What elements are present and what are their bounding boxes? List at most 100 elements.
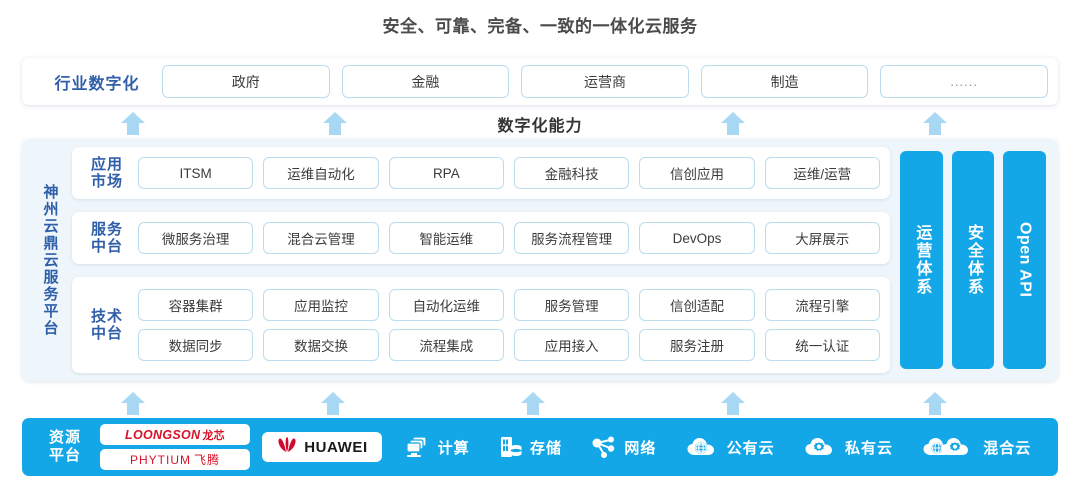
chip-hybrid-cloud-mgmt[interactable]: 混合云管理 bbox=[263, 222, 379, 254]
layer-label-service-middle-platform: 服务 中台 bbox=[76, 221, 138, 256]
industry-chip-finance[interactable]: 金融 bbox=[341, 65, 510, 98]
resource-item-private-cloud[interactable]: 私有云 bbox=[804, 435, 893, 459]
chip-ops-operations[interactable]: 运维/运营 bbox=[764, 157, 880, 189]
industry-chip-manufacturing[interactable]: 制造 bbox=[700, 65, 869, 98]
network-icon bbox=[591, 435, 617, 459]
chip-devops[interactable]: DevOps bbox=[639, 222, 755, 254]
vertical-bar-label: Open API bbox=[1016, 222, 1034, 298]
resource-item-compute[interactable]: 计算 bbox=[405, 435, 470, 459]
chip-row: 数据同步 数据交换 流程集成 应用接入 服务注册 统一认证 bbox=[138, 329, 880, 361]
chip-process-integration[interactable]: 流程集成 bbox=[388, 329, 504, 361]
layer-label-line2: 中台 bbox=[90, 325, 123, 342]
industry-chip-telecom[interactable]: 运营商 bbox=[521, 65, 689, 98]
chip-fintech[interactable]: 金融科技 bbox=[513, 157, 630, 189]
chip-xinchuang-adaptation[interactable]: 信创适配 bbox=[639, 289, 755, 321]
chip-automated-ops[interactable]: 自动化运维 bbox=[388, 289, 504, 321]
up-arrow-lower-1 bbox=[120, 390, 146, 416]
chip-ops-automation[interactable]: 运维自动化 bbox=[263, 157, 379, 189]
up-arrow-upper-1 bbox=[120, 110, 146, 136]
resource-label-line1: 资源 bbox=[48, 429, 81, 446]
chip-unified-auth[interactable]: 统一认证 bbox=[764, 329, 880, 361]
chip-aiops[interactable]: 智能运维 bbox=[388, 222, 504, 254]
layer-label-line2: 市场 bbox=[90, 173, 123, 190]
chip-data-exchange[interactable]: 数据交换 bbox=[263, 329, 379, 361]
chip-app-access[interactable]: 应用接入 bbox=[513, 329, 630, 361]
huawei-logo-icon bbox=[276, 436, 298, 459]
vertical-bar-operations-system[interactable]: 运营体系 bbox=[900, 151, 943, 369]
chip-row: ITSM 运维自动化 RPA 金融科技 信创应用 运维/运营 bbox=[138, 157, 880, 189]
layer-rows-technology-middle-platform: 容器集群 应用监控 自动化运维 服务管理 信创适配 流程引擎 数据同步 数据交换… bbox=[138, 289, 880, 361]
vertical-bar-label: 运营体系 bbox=[913, 224, 931, 296]
layer-label-technology-middle-platform: 技术 中台 bbox=[76, 308, 138, 343]
chip-container-cluster[interactable]: 容器集群 bbox=[138, 289, 254, 321]
chip-large-screen-display[interactable]: 大屏展示 bbox=[764, 222, 880, 254]
chip-service-management[interactable]: 服务管理 bbox=[513, 289, 630, 321]
layer-label-application-market: 应用 市场 bbox=[76, 156, 138, 191]
up-arrow-upper-3 bbox=[720, 110, 746, 136]
chip-row: 微服务治理 混合云管理 智能运维 服务流程管理 DevOps 大屏展示 bbox=[138, 222, 880, 254]
layer-application-market: 应用 市场 ITSM 运维自动化 RPA 金融科技 信创应用 运维/运营 bbox=[72, 147, 890, 199]
industry-digitalization-band: 行业数字化 政府 金融 运营商 制造 ...... bbox=[22, 58, 1058, 105]
resource-items: 计算 存储 bbox=[390, 435, 1046, 459]
up-arrow-lower-5 bbox=[922, 390, 948, 416]
huawei-logo-box[interactable]: HUAWEI bbox=[262, 432, 382, 462]
industry-chip-government[interactable]: 政府 bbox=[162, 65, 330, 98]
layer-label-line2: 中台 bbox=[90, 238, 123, 255]
platform-side-label-wrap: 神州云鼎云服务平台 bbox=[28, 147, 72, 373]
platform-side-label: 神州云鼎云服务平台 bbox=[41, 183, 59, 337]
resource-item-label: 计算 bbox=[437, 439, 470, 457]
layer-label-line1: 技术 bbox=[90, 307, 123, 325]
storage-icon bbox=[499, 435, 523, 459]
vertical-bar-open-api[interactable]: Open API bbox=[1003, 151, 1047, 369]
chip-process-engine[interactable]: 流程引擎 bbox=[764, 289, 880, 321]
resource-item-public-cloud[interactable]: 公有云 bbox=[686, 435, 775, 459]
layer-label-line1: 服务 bbox=[90, 220, 123, 238]
resource-item-hybrid-cloud[interactable]: 混合云 bbox=[922, 435, 1031, 459]
platform-vertical-bars: 运营体系 安全体系 Open API bbox=[898, 147, 1048, 373]
layer-rows-service-middle-platform: 微服务治理 混合云管理 智能运维 服务流程管理 DevOps 大屏展示 bbox=[138, 222, 880, 254]
resource-platform-label: 资源 平台 bbox=[34, 429, 96, 465]
resource-item-label: 公有云 bbox=[726, 439, 775, 457]
capability-label: 数字化能力 bbox=[497, 118, 583, 135]
industry-band-label: 行业数字化 bbox=[54, 75, 140, 93]
up-arrow-lower-2 bbox=[320, 390, 346, 416]
private-cloud-icon bbox=[804, 435, 838, 459]
chip-itsm[interactable]: ITSM bbox=[138, 157, 254, 189]
chip-service-process-mgmt[interactable]: 服务流程管理 bbox=[513, 222, 630, 254]
chip-data-sync[interactable]: 数据同步 bbox=[138, 329, 254, 361]
resource-item-label: 存储 bbox=[529, 439, 562, 457]
chip-row: 容器集群 应用监控 自动化运维 服务管理 信创适配 流程引擎 bbox=[138, 289, 880, 321]
page-title: 安全、可靠、完备、一致的一体化云服务 bbox=[382, 17, 698, 36]
layer-label-line1: 应用 bbox=[90, 155, 123, 173]
platform-layers: 应用 市场 ITSM 运维自动化 RPA 金融科技 信创应用 运维/运营 bbox=[72, 147, 898, 373]
chip-app-monitoring[interactable]: 应用监控 bbox=[263, 289, 379, 321]
industry-items: 政府 金融 运营商 制造 ...... bbox=[162, 65, 1048, 98]
chip-rpa[interactable]: RPA bbox=[388, 157, 504, 189]
chip-microservice-governance[interactable]: 微服务治理 bbox=[138, 222, 254, 254]
public-cloud-icon bbox=[686, 435, 720, 459]
resource-item-label: 私有云 bbox=[844, 439, 893, 457]
up-arrow-upper-4 bbox=[922, 110, 948, 136]
layer-technology-middle-platform: 技术 中台 容器集群 应用监控 自动化运维 服务管理 信创适配 流程引擎 数据同… bbox=[72, 277, 890, 373]
vertical-bar-label: 安全体系 bbox=[965, 224, 982, 296]
resource-item-storage[interactable]: 存储 bbox=[499, 435, 562, 459]
resource-item-label: 混合云 bbox=[983, 439, 1032, 457]
up-arrow-upper-2 bbox=[322, 110, 348, 136]
layer-service-middle-platform: 服务 中台 微服务治理 混合云管理 智能运维 服务流程管理 DevOps 大屏展… bbox=[72, 212, 890, 264]
cloud-service-platform-panel: 神州云鼎云服务平台 应用 市场 ITSM 运维自动化 RPA 金融科技 信创应用… bbox=[22, 139, 1058, 381]
chip-xinchuang-app[interactable]: 信创应用 bbox=[639, 157, 755, 189]
resource-item-network[interactable]: 网络 bbox=[591, 435, 656, 459]
industry-chip-more[interactable]: ...... bbox=[880, 65, 1048, 98]
vertical-bar-security-system[interactable]: 安全体系 bbox=[951, 151, 995, 369]
resource-item-label: 网络 bbox=[624, 439, 657, 457]
chip-service-registry[interactable]: 服务注册 bbox=[639, 329, 755, 361]
up-arrow-lower-4 bbox=[720, 390, 746, 416]
resource-label-line2: 平台 bbox=[48, 447, 81, 464]
